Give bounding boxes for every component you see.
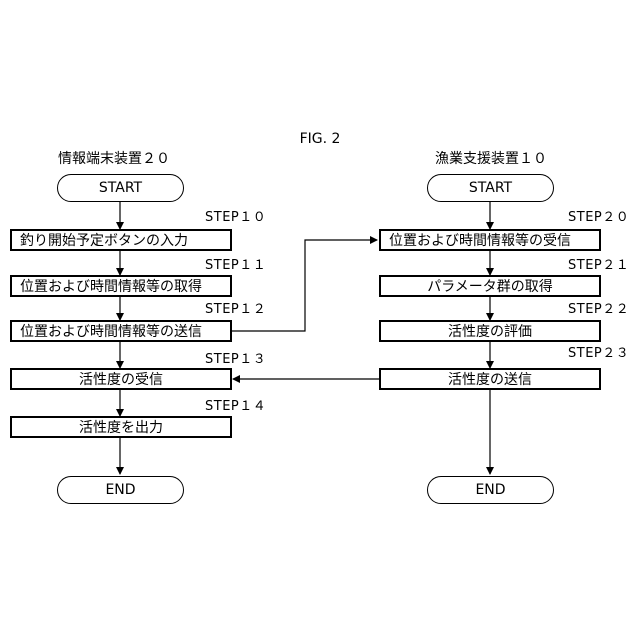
step10-box: 釣り開始予定ボタンの入力 [10, 229, 232, 251]
right-column-title: 漁業支援装置１０ [435, 151, 547, 167]
step13-label: STEP１３ [205, 352, 266, 368]
right-start-terminal: START [427, 174, 554, 202]
step12-box: 位置および時間情報等の送信 [10, 320, 232, 342]
step21-box: パラメータ群の取得 [379, 275, 601, 297]
step11-box: 位置および時間情報等の取得 [10, 275, 232, 297]
left-end-terminal: END [57, 476, 184, 504]
step14-label: STEP１４ [205, 399, 266, 415]
step21-label: STEP２１ [568, 258, 629, 274]
step14-box: 活性度を出力 [10, 416, 232, 438]
step11-label: STEP１１ [205, 258, 266, 274]
step20-box: 位置および時間情報等の受信 [379, 229, 601, 251]
step22-label: STEP２２ [568, 302, 629, 318]
step12-label: STEP１２ [205, 302, 266, 318]
left-column-title: 情報端末装置２０ [58, 151, 170, 167]
step20-label: STEP２０ [568, 210, 629, 226]
step22-box: 活性度の評価 [379, 320, 601, 342]
left-start-terminal: START [57, 174, 184, 202]
step23-box: 活性度の送信 [379, 368, 601, 390]
step13-box: 活性度の受信 [10, 368, 232, 390]
step23-label: STEP２３ [568, 346, 629, 362]
figure-label: FIG. 2 [0, 131, 640, 147]
right-end-terminal: END [427, 476, 554, 504]
step10-label: STEP１０ [205, 210, 266, 226]
